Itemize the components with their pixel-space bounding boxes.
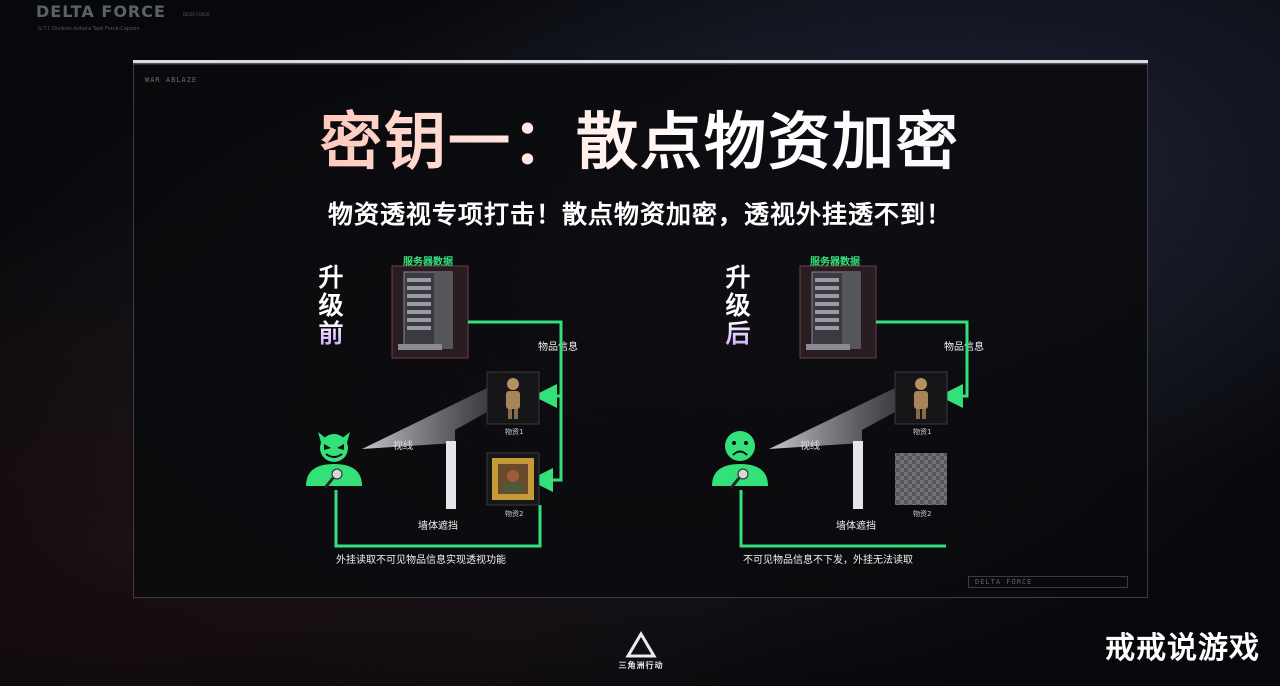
item1-icon-before [487, 372, 539, 424]
item2-painting-icon-before [487, 453, 539, 505]
item1-icon-after [895, 372, 947, 424]
game-logo-text: 三角洲行动 [618, 660, 664, 671]
sight-beam-before [362, 388, 487, 449]
wall-icon-before [446, 441, 456, 509]
sight-beam-after [769, 388, 895, 449]
item2-hidden-icon-after [895, 453, 947, 505]
watermark: 戒戒说游戏 [1105, 623, 1260, 667]
wall-icon-after [853, 441, 863, 509]
game-logo-icon [628, 634, 654, 656]
server-icon-before [392, 266, 468, 358]
server-icon-after [800, 266, 876, 358]
game-logo: 三角洲行动 [618, 660, 664, 671]
